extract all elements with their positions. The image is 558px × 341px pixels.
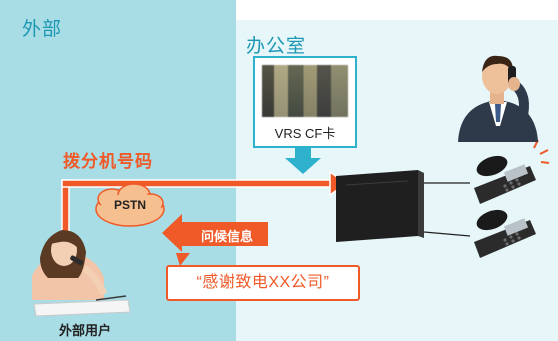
office-worker-figure: [458, 55, 538, 142]
greeting-label: 问候信息: [200, 229, 253, 244]
external-caller-figure: [32, 230, 131, 317]
card-to-pbx-arrow: [285, 148, 321, 174]
vrs-card-image: [262, 65, 348, 117]
desk-phone-1: [474, 155, 536, 204]
greeting-arrow: [162, 214, 268, 252]
greeting-quote-box: “感谢致电XX公司”: [166, 265, 360, 301]
quote-pointer: [176, 253, 190, 266]
dial-extension-label: 拨分机号码: [63, 152, 153, 171]
ringing-marks: [533, 139, 550, 164]
external-user-label: 外部用户: [58, 323, 111, 338]
pbx-unit: [336, 170, 424, 242]
pbx-phone2-line: [423, 231, 471, 237]
office-zone-label: 办公室: [246, 36, 307, 57]
vrs-card-label: VRS CF卡: [274, 126, 336, 141]
pstn-label: PSTN: [113, 198, 146, 212]
desk-phone-2: [474, 209, 536, 258]
outside-zone-label: 外部: [22, 19, 63, 40]
pstn-cloud: [95, 183, 165, 227]
